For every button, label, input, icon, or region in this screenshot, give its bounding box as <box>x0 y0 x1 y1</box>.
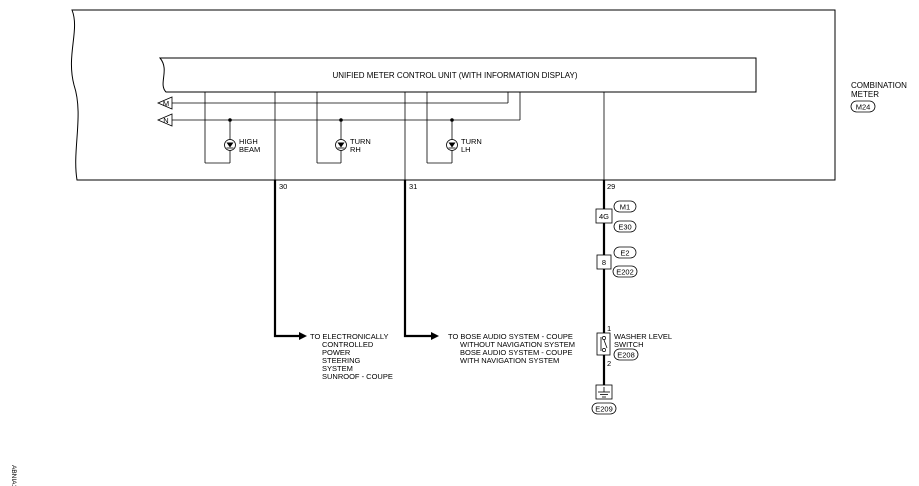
connector-badge-e30 <box>613 220 637 233</box>
bose-destination-text: TO BOSE AUDIO SYSTEM - COUPE WITHOUT NAV… <box>448 332 575 365</box>
connector-badge-e209 <box>591 402 617 415</box>
figure-id: ABNIA1202GB <box>10 465 17 486</box>
svg-text:WITHOUT NAVIGATION SYSTEM: WITHOUT NAVIGATION SYSTEM <box>460 340 575 349</box>
connector-8-box <box>596 254 612 270</box>
svg-text:BOSE AUDIO SYSTEM - COUPE: BOSE AUDIO SYSTEM - COUPE <box>460 348 573 357</box>
combination-meter-label-2: METER <box>851 90 879 99</box>
terminal-30: 30 <box>279 182 287 191</box>
junction-dot <box>450 118 454 122</box>
ground-marker-m: M <box>156 96 173 110</box>
lamp-label: HIGH <box>239 137 258 146</box>
lamp-label: LH <box>461 145 471 154</box>
connector-badge-e202 <box>612 265 638 278</box>
svg-text:WITH NAVIGATION SYSTEM: WITH NAVIGATION SYSTEM <box>460 356 559 365</box>
svg-text:POWER: POWER <box>322 348 351 357</box>
switch-pin-1: 1 <box>607 324 611 333</box>
svg-text:TO ELECTRONICALLY: TO ELECTRONICALLY <box>310 332 389 341</box>
lamp-label: BEAM <box>239 145 260 154</box>
connector-badge-e208 <box>613 348 639 361</box>
svg-text:STEERING: STEERING <box>322 356 361 365</box>
lamp-label: TURN <box>461 137 482 146</box>
connector-badge-e2 <box>613 246 637 259</box>
control-unit-title: UNIFIED METER CONTROL UNIT (WITH INFORMA… <box>332 71 577 80</box>
turn-lh-indicator-icon <box>446 139 458 151</box>
lamp-label: RH <box>350 145 361 154</box>
svg-text:M: M <box>163 99 169 108</box>
connector-8-pin: 8 <box>602 258 606 267</box>
washer-switch-label-2: SWITCH <box>614 340 644 349</box>
turn-rh-indicator-icon <box>335 139 347 151</box>
connector-e2-label: E2 <box>620 249 629 258</box>
combination-meter-label: COMBINATION <box>851 81 907 90</box>
connector-e209-label: E209 <box>595 405 613 414</box>
switch-pin-2: 2 <box>607 359 611 368</box>
output-wire-eps <box>273 180 307 340</box>
eps-destination-text: TO ELECTRONICALLY CONTROLLED POWER STEER… <box>310 332 393 381</box>
high-beam-indicator-icon <box>224 139 236 151</box>
connector-m24-label: M24 <box>856 103 871 112</box>
svg-text:SYSTEM: SYSTEM <box>322 364 353 373</box>
ground-icon <box>595 384 613 400</box>
svg-text:SUNROOF - COUPE: SUNROOF - COUPE <box>322 372 393 381</box>
internal-wiring <box>172 92 605 180</box>
connector-badge-m1 <box>613 200 637 213</box>
svg-text:CONTROLLED: CONTROLLED <box>322 340 374 349</box>
lamp-label: TURN <box>350 137 371 146</box>
ground-marker-n: N <box>156 113 173 127</box>
washer-level-switch-icon <box>596 332 611 356</box>
connector-m1-label: M1 <box>620 203 630 212</box>
combination-meter-frame <box>70 9 836 181</box>
connector-4g-pin: 4G <box>599 212 609 221</box>
connector-e208-label: E208 <box>617 351 635 360</box>
junction-dot <box>339 118 343 122</box>
washer-switch-label: WASHER LEVEL <box>614 332 672 341</box>
svg-text:TO BOSE AUDIO SYSTEM - COUPE: TO BOSE AUDIO SYSTEM - COUPE <box>448 332 573 341</box>
junction-dot <box>228 118 232 122</box>
connector-4g-box <box>595 208 613 224</box>
control-unit-box <box>158 57 757 93</box>
terminal-29: 29 <box>607 182 615 191</box>
connector-e30-label: E30 <box>618 223 631 232</box>
output-wire-bose <box>403 180 439 340</box>
svg-text:N: N <box>163 116 168 125</box>
connector-e202-label: E202 <box>616 268 634 277</box>
terminal-31: 31 <box>409 182 417 191</box>
connector-badge-m24 <box>850 100 876 113</box>
